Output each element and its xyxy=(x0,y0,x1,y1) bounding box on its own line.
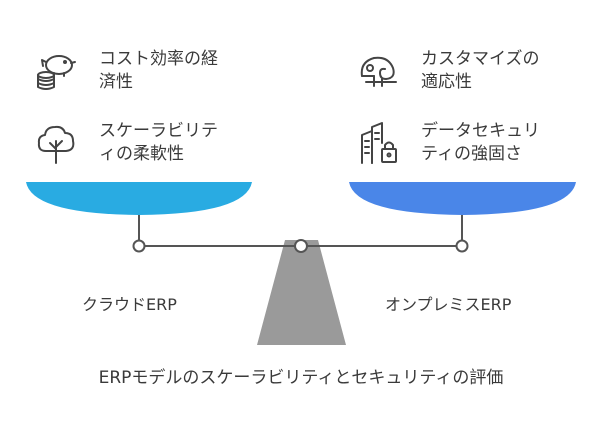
right-beam-joint xyxy=(455,239,469,253)
chameleon-icon xyxy=(356,48,400,92)
building-lock-icon xyxy=(356,121,400,165)
left-item-2-label: スケーラビリテ ィの柔軟性 xyxy=(99,120,218,166)
right-item-2-line1: データセキュリ xyxy=(421,121,540,141)
right-item-2-label: データセキュリ ティの強固さ xyxy=(421,120,540,166)
cloud-erp-label: クラウドERP xyxy=(82,295,177,314)
fulcrum xyxy=(257,240,346,345)
left-item-1-label: コスト効率の経 済性 xyxy=(99,48,218,94)
on-premise-erp-label: オンプレミスERP xyxy=(385,295,512,314)
left-pan xyxy=(26,182,252,215)
right-item-1-line1: カスタマイズの xyxy=(421,49,540,69)
right-item-1-label: カスタマイズの 適応性 xyxy=(421,48,540,94)
diagram-caption: ERPモデルのスケーラビリティとセキュリティの評価 xyxy=(98,368,504,388)
pivot xyxy=(294,239,308,253)
left-item-1-line2: 済性 xyxy=(99,72,133,92)
piggy-bank-coins-icon xyxy=(34,48,78,92)
left-beam-joint xyxy=(132,239,146,253)
left-item-2-line2: ィの柔軟性 xyxy=(99,144,184,164)
left-item-2-line1: スケーラビリテ xyxy=(99,121,218,141)
right-pan xyxy=(349,182,576,215)
right-item-2-line2: ティの強固さ xyxy=(421,144,522,164)
tree-icon xyxy=(34,121,78,165)
left-item-1-line1: コスト効率の経 xyxy=(99,49,218,69)
right-item-1-line2: 適応性 xyxy=(421,72,472,92)
